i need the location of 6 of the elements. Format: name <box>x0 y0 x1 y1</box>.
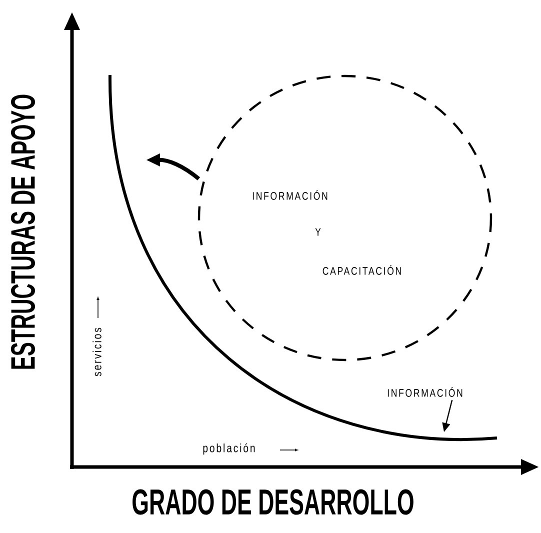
circle-text: INFORMACIÓN <box>252 190 328 200</box>
axis-title: ESTRUCTURAS DE APOYO <box>10 94 36 369</box>
circle-text: CAPACITACIÓN <box>322 265 401 275</box>
circle-text: Y <box>315 228 321 236</box>
axis-title: GRADO DE DESARROLLO <box>132 489 414 515</box>
curve <box>108 74 498 441</box>
